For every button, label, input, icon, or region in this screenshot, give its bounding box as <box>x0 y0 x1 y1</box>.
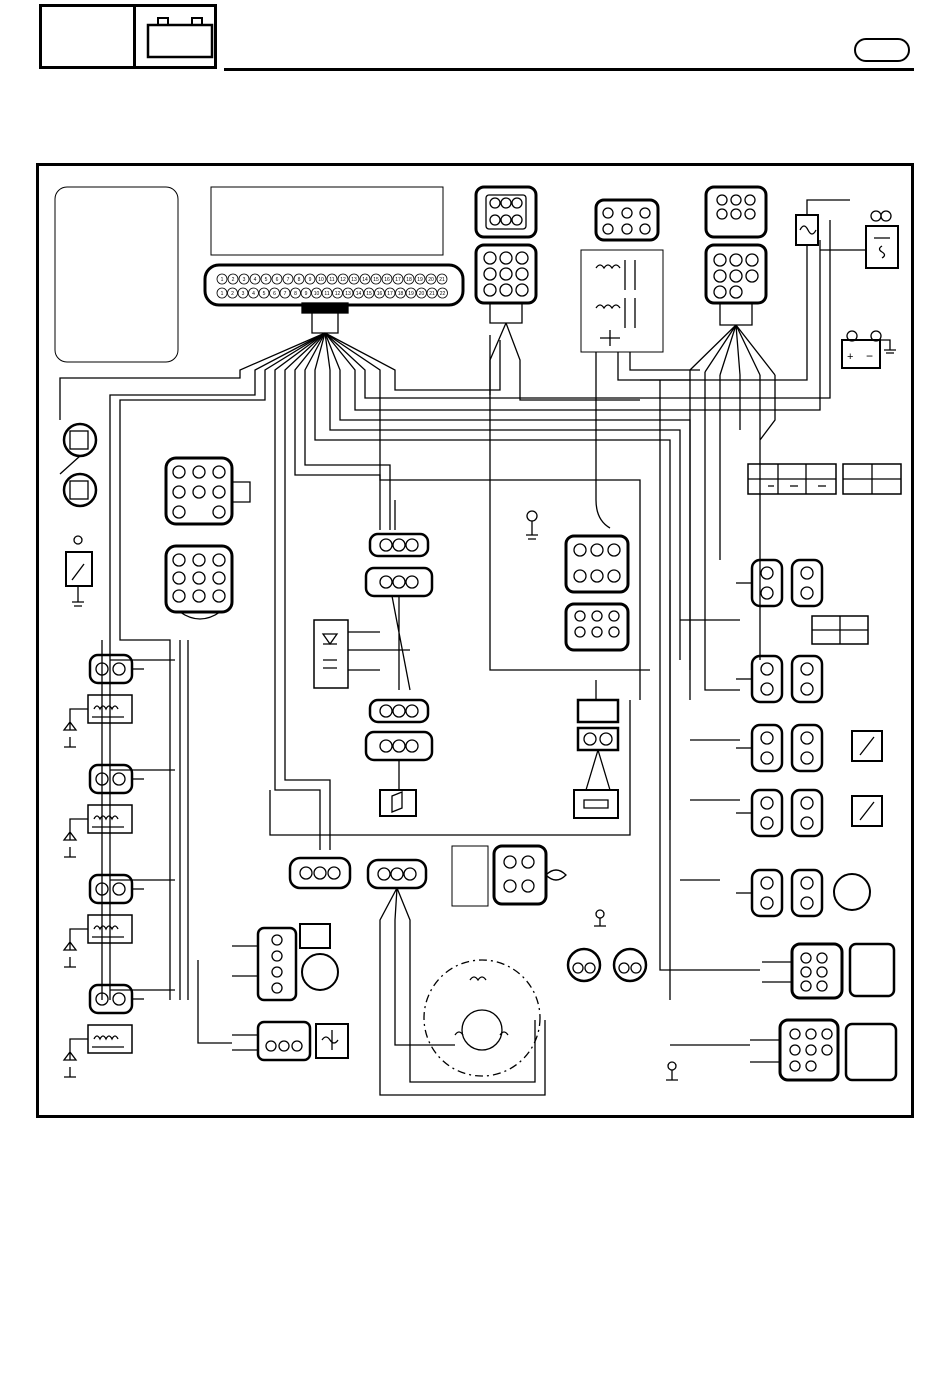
ecu-pin-label: 19 <box>417 277 423 283</box>
ecu-pin-label: 11 <box>329 277 334 283</box>
ecu-pin-label: 3 <box>243 277 246 283</box>
ecu-pin-label: 6 <box>276 277 279 283</box>
ecu-pin-label: 16 <box>384 277 390 283</box>
ecu-pin-label: 16 <box>377 291 383 297</box>
ecu-pin-label: 9 <box>305 291 308 297</box>
right-connector-pair <box>736 560 822 606</box>
ecu-pin-label: 14 <box>356 291 362 297</box>
ecu-pin-label: 15 <box>373 277 379 283</box>
stator-coil <box>424 960 540 1076</box>
center-right-connector <box>526 500 628 650</box>
ecu-pin-label: 4 <box>254 277 257 283</box>
ecu-pin-label: 20 <box>419 291 425 297</box>
ecu-pin-label: 10 <box>318 277 324 283</box>
battery: + − <box>842 331 896 368</box>
center-connector-stack-lower <box>366 700 432 816</box>
ecu-pin-label: 2 <box>231 291 234 297</box>
right-connector-group <box>736 560 882 916</box>
ecu-pin-label: 21 <box>439 277 445 283</box>
ignition-coil-unit <box>64 655 144 747</box>
ecu-pin-label: 12 <box>335 291 341 297</box>
right-connector-pair <box>736 725 882 771</box>
coil-group <box>64 655 144 1077</box>
ecu-pin-label: 7 <box>287 277 290 283</box>
ecu-pin-label: 21 <box>429 291 435 297</box>
right-connector-pair <box>736 656 822 702</box>
bottom-label-box <box>452 846 488 906</box>
ecu-pin-label: 15 <box>366 291 372 297</box>
ecu-pin-label: 8 <box>294 291 297 297</box>
fuse <box>640 200 850 380</box>
connector-b-female <box>706 187 766 237</box>
bottom-multi-connector <box>494 846 566 904</box>
ecu-pin-label: 4 <box>252 291 255 297</box>
ecu-pin-label: 11 <box>324 291 329 297</box>
battery-negative-label: − <box>866 349 873 363</box>
ecu-label-box <box>211 187 443 255</box>
multi-connector-lower <box>166 546 232 619</box>
right-connector-pair <box>736 790 882 836</box>
right-switch-table-c <box>812 616 868 644</box>
ignition-coil-unit <box>64 875 144 967</box>
ecu-wire-harness <box>60 220 830 1000</box>
ecu-pin-label: 1 <box>221 291 224 297</box>
ecu-pin-label: 19 <box>408 291 414 297</box>
starter-relay <box>820 211 898 268</box>
ecu-pin-label: 18 <box>398 291 404 297</box>
ecu-pin-label: 20 <box>428 277 434 283</box>
ecu-pin-label: 13 <box>345 291 351 297</box>
ecu-pin-label: 17 <box>387 291 393 297</box>
left-round-connector-pair <box>60 424 96 506</box>
diode-unit <box>314 620 410 688</box>
connector-a-female <box>476 187 536 237</box>
ignition-coil-unit <box>64 985 144 1077</box>
ecu-pin-label: 9 <box>309 277 312 283</box>
ecu-pin-label: 5 <box>265 277 268 283</box>
ecu-pin-label: 12 <box>340 277 346 283</box>
right-connector-pair <box>736 870 870 916</box>
ecu-pin-label: 13 <box>351 277 357 283</box>
round-connector-pair-bottom <box>568 910 646 981</box>
right-switch-table-b <box>843 464 901 494</box>
ecu-pin-label: 2 <box>232 277 235 283</box>
ecu-pin-label: 3 <box>242 291 245 297</box>
ecu-pin-label: 7 <box>284 291 287 297</box>
bottom-connector-mid <box>368 860 545 1095</box>
ignition-coil-unit <box>64 765 144 857</box>
center-right-sensor <box>574 680 618 818</box>
bus-lines <box>102 335 760 1045</box>
ecu-pin-label: 1 <box>221 277 224 283</box>
ecu-pin-label: 8 <box>298 277 301 283</box>
center-connector-stack-upper <box>366 500 432 690</box>
legend-panel <box>55 187 178 362</box>
ecu-pin-label: 6 <box>273 291 276 297</box>
ecu-pin-label: 17 <box>395 277 401 283</box>
ecu-pin-label: 22 <box>440 291 446 297</box>
ecu-pin-label: 14 <box>362 277 368 283</box>
bottom-right-connector-a <box>762 944 894 998</box>
right-switch-table-a <box>748 464 836 494</box>
left-switch <box>66 536 92 606</box>
connector-b-male <box>690 245 775 700</box>
bottom-right-connector-b <box>666 1020 896 1080</box>
battery-positive-label: + <box>847 351 853 363</box>
ecu-pin-label: 5 <box>263 291 266 297</box>
relay-assembly <box>581 200 700 500</box>
ecu-pin-label: 18 <box>406 277 412 283</box>
lower-left-sensor-block <box>232 924 338 1000</box>
bottom-connector-left <box>290 858 350 888</box>
ecu-pin-label: 10 <box>314 291 320 297</box>
multi-connector-upper <box>166 458 250 524</box>
